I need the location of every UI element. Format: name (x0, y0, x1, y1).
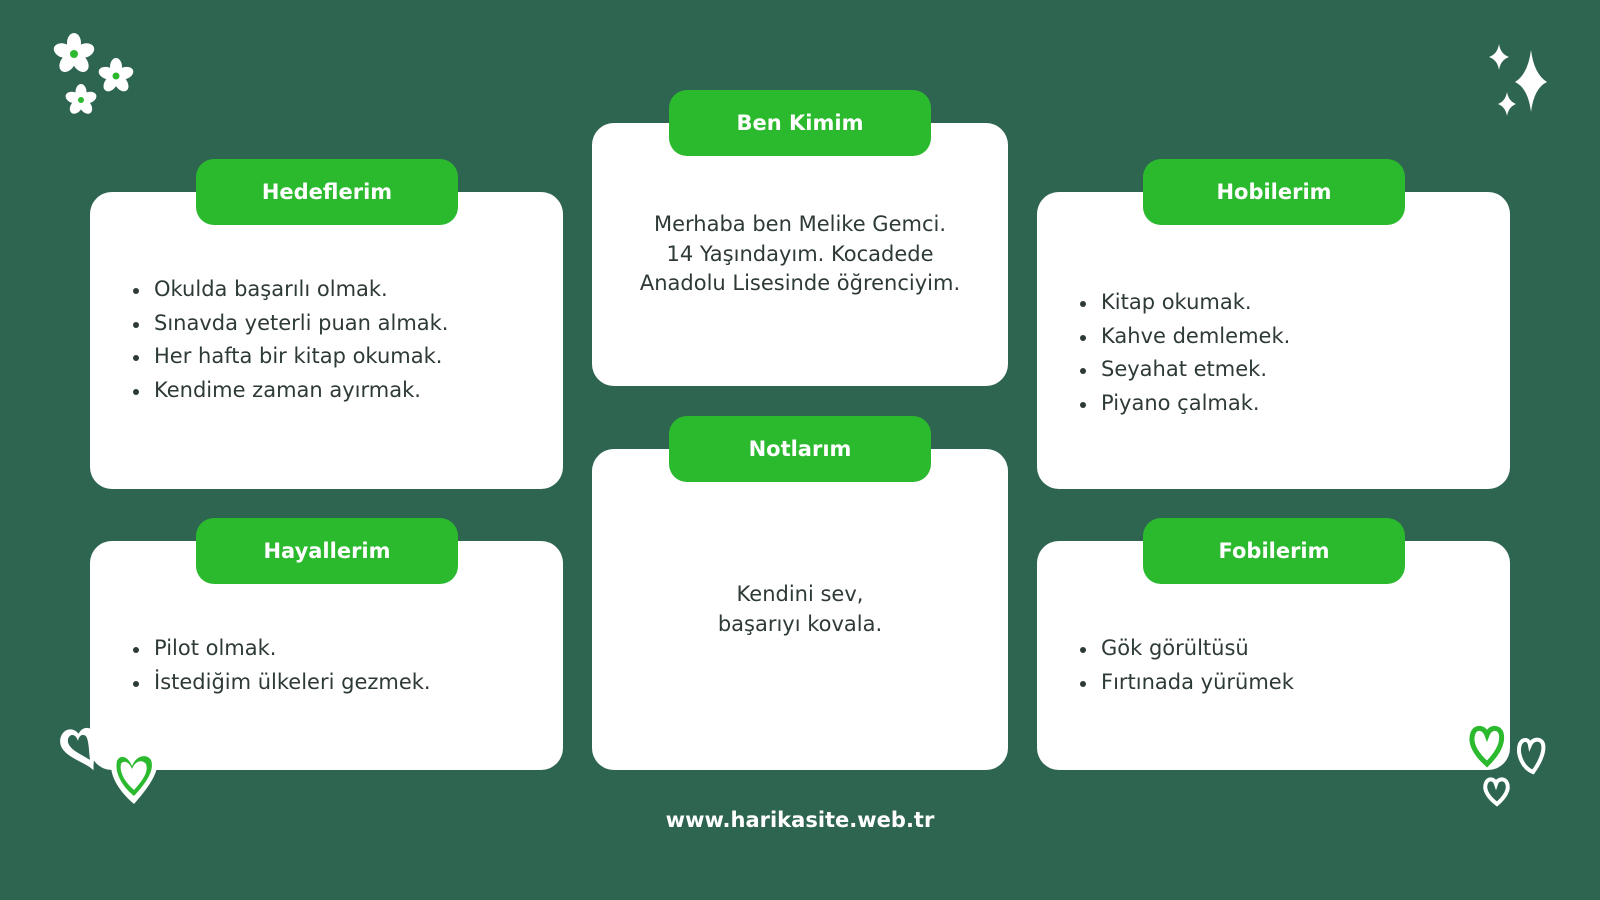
goals-title: Hedeflerim (196, 159, 458, 225)
hearts-decoration-left (60, 727, 158, 804)
flower-icon (98, 58, 134, 92)
notes-title: Notlarım (669, 416, 931, 482)
list-item: Kahve demlemek. (1078, 320, 1290, 354)
notes-text: Kendini sev, başarıyı kovala. (592, 580, 1008, 639)
goals-list: Okulda başarılı olmak. Sınavda yeterli p… (131, 273, 448, 407)
heart-icon (120, 761, 147, 790)
list-item: Fırtınada yürümek (1078, 666, 1294, 700)
about-line: Anadolu Lisesinde öğrenciyim. (639, 271, 961, 295)
about-card (592, 123, 1008, 386)
list-item: Piyano çalmak. (1078, 387, 1290, 421)
sparkle-icon (1498, 92, 1516, 116)
flower-icon (65, 84, 97, 114)
hearts-decoration-right (1469, 725, 1546, 807)
notes-card (592, 449, 1008, 770)
notes-line: Kendini sev, (736, 582, 864, 606)
list-item: Kitap okumak. (1078, 286, 1290, 320)
dreams-title: Hayallerim (196, 518, 458, 584)
list-item: Seyahat etmek. (1078, 353, 1290, 387)
hobbies-card (1037, 192, 1510, 489)
sparkle-icon (1515, 50, 1547, 112)
flowers-decoration (53, 33, 134, 114)
list-item: Gök görültüsü (1078, 632, 1294, 666)
heart-icon (1483, 777, 1510, 807)
about-text: Merhaba ben Melike Gemci. 14 Yaşındayım.… (592, 210, 1008, 299)
notes-line: başarıyı kovala. (717, 611, 883, 636)
footer-url[interactable]: www.harikasite.web.tr (665, 808, 935, 832)
heart-icon (67, 734, 90, 760)
about-line: Merhaba ben Melike Gemci. (653, 212, 946, 236)
list-item: Her hafta bir kitap okumak. (131, 340, 448, 374)
about-title: Ben Kimim (669, 90, 931, 156)
list-item: Sınavda yeterli puan almak. (131, 307, 448, 341)
sparkle-icon (1489, 44, 1509, 70)
list-item: Okulda başarılı olmak. (131, 273, 448, 307)
phobias-list: Gök görültüsü Fırtınada yürümek (1078, 632, 1294, 699)
hobbies-title: Hobilerim (1143, 159, 1405, 225)
list-item: Kendime zaman ayırmak. (131, 374, 448, 408)
goals-card (90, 192, 563, 489)
heart-icon (1469, 725, 1505, 768)
hobbies-list: Kitap okumak. Kahve demlemek. Seyahat et… (1078, 286, 1290, 420)
phobias-title: Fobilerim (1143, 518, 1405, 584)
about-line: 14 Yaşındayım. Kocadede (666, 241, 934, 266)
list-item: İstediğim ülkeleri gezmek. (131, 666, 431, 700)
list-item: Pilot olmak. (131, 632, 431, 666)
dreams-list: Pilot olmak. İstediğim ülkeleri gezmek. (131, 632, 431, 699)
heart-icon (1517, 737, 1546, 775)
flower-icon (53, 33, 95, 72)
sparkles-decoration (1489, 44, 1547, 116)
